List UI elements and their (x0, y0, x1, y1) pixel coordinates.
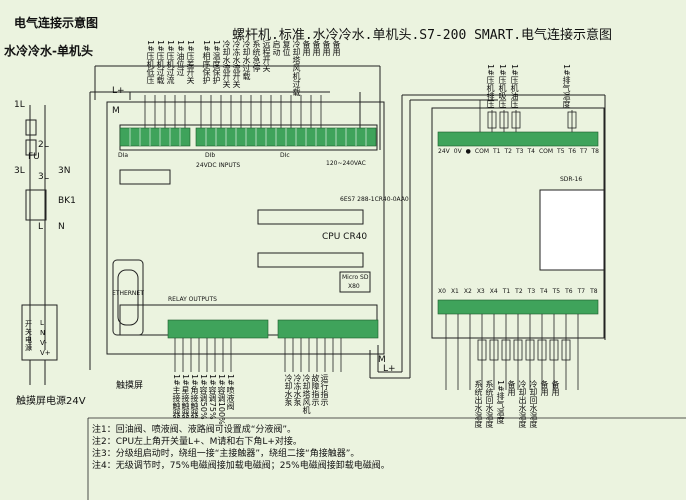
output-wires (174, 338, 342, 372)
module-signal: 备用 (507, 380, 516, 396)
module-signal: 1#压机吸压 (498, 64, 507, 108)
input-signal: 1#油位过 (176, 40, 185, 76)
plc-dc-inputs: 24VDC INPUTS (196, 162, 241, 169)
output-signal: 1#星接触器 (181, 374, 190, 418)
plc-model: CPU CR40 (322, 232, 368, 242)
main-title: 螺杆机.标准.水冷冷水.单机头.S7-200 SMART.电气连接示意图 (232, 28, 613, 43)
input-signal: 复位 (282, 40, 291, 56)
input-signal: 系统急停 (252, 40, 261, 72)
module-bottom-signals: 系统出水温度 系统回水温度 1#排气温度 备用 冷却出水温度 冷却回水温度 备用… (474, 380, 560, 428)
left-subtitle: 水冷冷水-单机头 (4, 44, 93, 58)
output-signal: 1#主接触器 (172, 374, 181, 418)
output-signal: 故障指示 (311, 374, 320, 406)
input-signal: 备用 (322, 40, 331, 56)
power-label-1: 1L (14, 100, 25, 110)
ethernet-port (112, 259, 144, 336)
output-signal: 冷冻水泵 (293, 374, 302, 406)
input-signal: 备用 (302, 40, 311, 56)
power-label-8: L (38, 222, 44, 232)
module-signal: 1#压机油压 (510, 64, 519, 108)
output-signal-labels-b: 冷却水泵 冷冻水泵 冷却塔风机 故障指示 运行指示 (284, 374, 329, 420)
l-plus-label: L+ (112, 86, 125, 96)
input-signal: 1#压机低压 (146, 40, 155, 84)
plc-ethernet: ETHERNET (112, 290, 144, 297)
m-label-bottom: M (378, 355, 386, 365)
switch-power-label: 开关 电源 (25, 320, 32, 352)
power-wiring (21, 65, 606, 385)
module-signal: 备用 (551, 380, 560, 396)
input-signal: 1#相序保护 (202, 40, 211, 84)
module-signal: 系统回水温度 (485, 380, 494, 428)
plc-part: 6ES7 288-1CR40-0AA0 (340, 196, 409, 203)
plc-x80: X80 (348, 283, 360, 290)
input-signal: 1#压差开关 (186, 40, 195, 84)
input-signal: 备用 (312, 40, 321, 56)
output-signal: 冷却水泵 (284, 374, 293, 406)
input-signal: 启动 (272, 40, 281, 56)
input-signal: 备用 (332, 40, 341, 56)
note-2: 注2：CPU左上角开关量L+、M请和右下角L+对接。 (92, 437, 302, 447)
plc-dib: DIb (205, 152, 216, 159)
input-signal-labels: 1#压机低压 1#压机过载 1#压机过流 1#油位过 1#压差开关 1#相序保护… (146, 40, 341, 96)
output-signal: 1#容调75% (208, 374, 217, 420)
module-signal: 1#排气温度 (562, 64, 571, 108)
terminal-dividers (129, 128, 367, 146)
input-signal: 冷却塔风机过载 (292, 40, 301, 96)
power-label-9: N (58, 222, 65, 232)
plc-supply: 120~240VAC (326, 160, 366, 167)
power-label-2: 3L (14, 166, 25, 176)
m-label: M (112, 106, 120, 116)
input-signal: 冷却水过载 (242, 40, 251, 80)
module-wires (445, 100, 579, 390)
module-signal: 1#排气温度 (496, 380, 505, 424)
output-signal: 1#喷液阀 (226, 374, 235, 410)
output-signal: 1#容调50% (199, 374, 208, 420)
output-signal: 运行指示 (320, 374, 329, 406)
note-3: 注3：分级组启动时，绕组一接“主接触器”，绕组二接“角接触器”。 (92, 449, 360, 459)
module-signal: 系统出水温度 (474, 380, 483, 428)
module-signal: 冷却回水温度 (529, 380, 538, 428)
output-signal: 冷却塔风机 (302, 374, 311, 414)
input-signal: 1#温度保护 (212, 40, 221, 84)
input-wires (144, 95, 322, 128)
output-signal-labels-a: 1#主接触器 1#星接触器 1#角接触器 1#容调50% 1#容调75% 1#容… (172, 374, 235, 425)
power-label-7: BK1 (58, 196, 76, 206)
input-signal: 冷冻水流开关 (232, 40, 241, 88)
module-name: SDR-16 (560, 176, 583, 183)
module-signal: 冷却出水温度 (518, 380, 527, 428)
l-plus-label-bottom: L+ (383, 364, 396, 374)
left-title: 电气连接示意图 (14, 16, 99, 30)
module-signal: 1#压机排压 (486, 64, 495, 108)
input-signal: 冷却水流开关 (222, 40, 231, 88)
output-signal: 1#角接触器 (190, 374, 199, 418)
plc-relay-outputs: RELAY OUTPUTS (168, 296, 217, 303)
plc-dia: DIa (118, 152, 129, 159)
input-signal: 1#压机过流 (166, 40, 175, 84)
touch-power-label: 触摸屏电源24V (16, 396, 86, 407)
input-signal: 1#压机过载 (156, 40, 165, 84)
output-signal: 1#容调100% (217, 374, 226, 425)
plc-microsd: Micro SD (342, 274, 369, 281)
module-signal: 备用 (540, 380, 549, 396)
note-1: 注1：回油阀、喷液阀、液路阀可设置成“分液阀”。 (92, 425, 297, 435)
power-label-5: 3N (58, 166, 71, 176)
power-label-6: 3L (38, 172, 49, 182)
sensor-boxes (477, 111, 577, 361)
touch-screen-label: 触摸屏 (116, 381, 144, 391)
plc-body (106, 101, 385, 355)
power-label-3: 2L (38, 140, 49, 150)
note-4: 注4：无级调节时，75%电磁阀接加载电磁阀；25%电磁阀接卸载电磁阀。 (92, 461, 390, 471)
power-label-4: FU (28, 152, 40, 162)
module-top-signals: 1#压机排压 1#压机吸压 1#压机油压 1#排气温度 (486, 64, 571, 110)
plc-dic: DIc (280, 152, 290, 159)
input-signal: 远程开关 (262, 40, 271, 72)
